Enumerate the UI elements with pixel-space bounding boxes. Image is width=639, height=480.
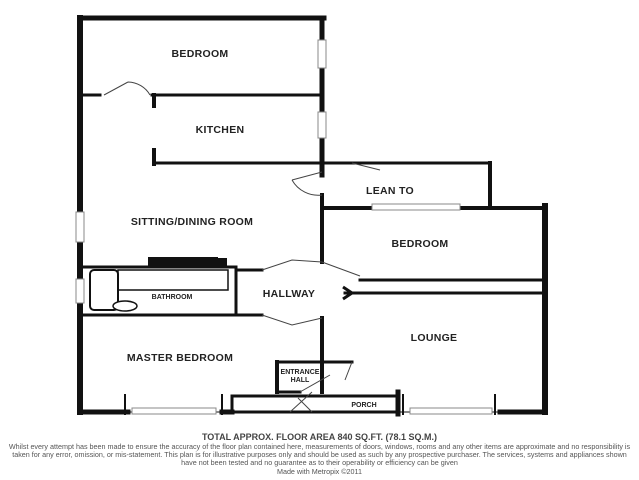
label-sitting-dining: SITTING/DINING ROOM [131, 216, 253, 228]
door-entrance [299, 361, 353, 393]
door-hallway-bottom [261, 314, 323, 326]
credit-text: Made with Metropix ©2011 [276, 466, 363, 476]
door-leanto-right [351, 162, 381, 171]
label-bathroom: BATHROOM [152, 294, 193, 301]
window-sitting [75, 211, 85, 243]
total-area: TOTAL APPROX. FLOOR AREA 840 SQ.FT. (78.… [201, 432, 438, 442]
label-bedroom-right: BEDROOM [392, 238, 449, 250]
bath-rim [117, 269, 229, 291]
window-bedroom-top [317, 39, 327, 69]
door-leanto [291, 171, 323, 196]
label-kitchen: KITCHEN [196, 124, 245, 136]
door-hallway-top [261, 259, 361, 277]
hallway-arrow-icon [342, 285, 355, 301]
label-entrance: ENTRANCE [281, 369, 320, 376]
disclaimer-text: Whilst every attempt has been made to en… [8, 442, 631, 468]
window-lounge [409, 407, 493, 415]
label-porch: PORCH [351, 402, 376, 409]
door-porch [289, 391, 313, 413]
toilet [112, 300, 138, 312]
window-leanto [371, 203, 461, 211]
footer: TOTAL APPROX. FLOOR AREA 840 SQ.FT. (78.… [0, 432, 639, 476]
label-bedroom-top: BEDROOM [172, 48, 229, 60]
kitchen-counter-right [215, 258, 227, 267]
kitchen-counter [148, 257, 218, 267]
door-bedroom-top [103, 81, 151, 96]
label-hallway: HALLWAY [263, 288, 315, 300]
label-lounge: LOUNGE [411, 332, 458, 344]
window-master [131, 407, 217, 415]
label-entrance-hall: HALL [291, 377, 310, 384]
label-master-bedroom: MASTER BEDROOM [127, 352, 233, 364]
label-lean-to: LEAN TO [366, 185, 414, 197]
window-kitchen [317, 111, 327, 139]
window-bathroom [75, 278, 85, 304]
